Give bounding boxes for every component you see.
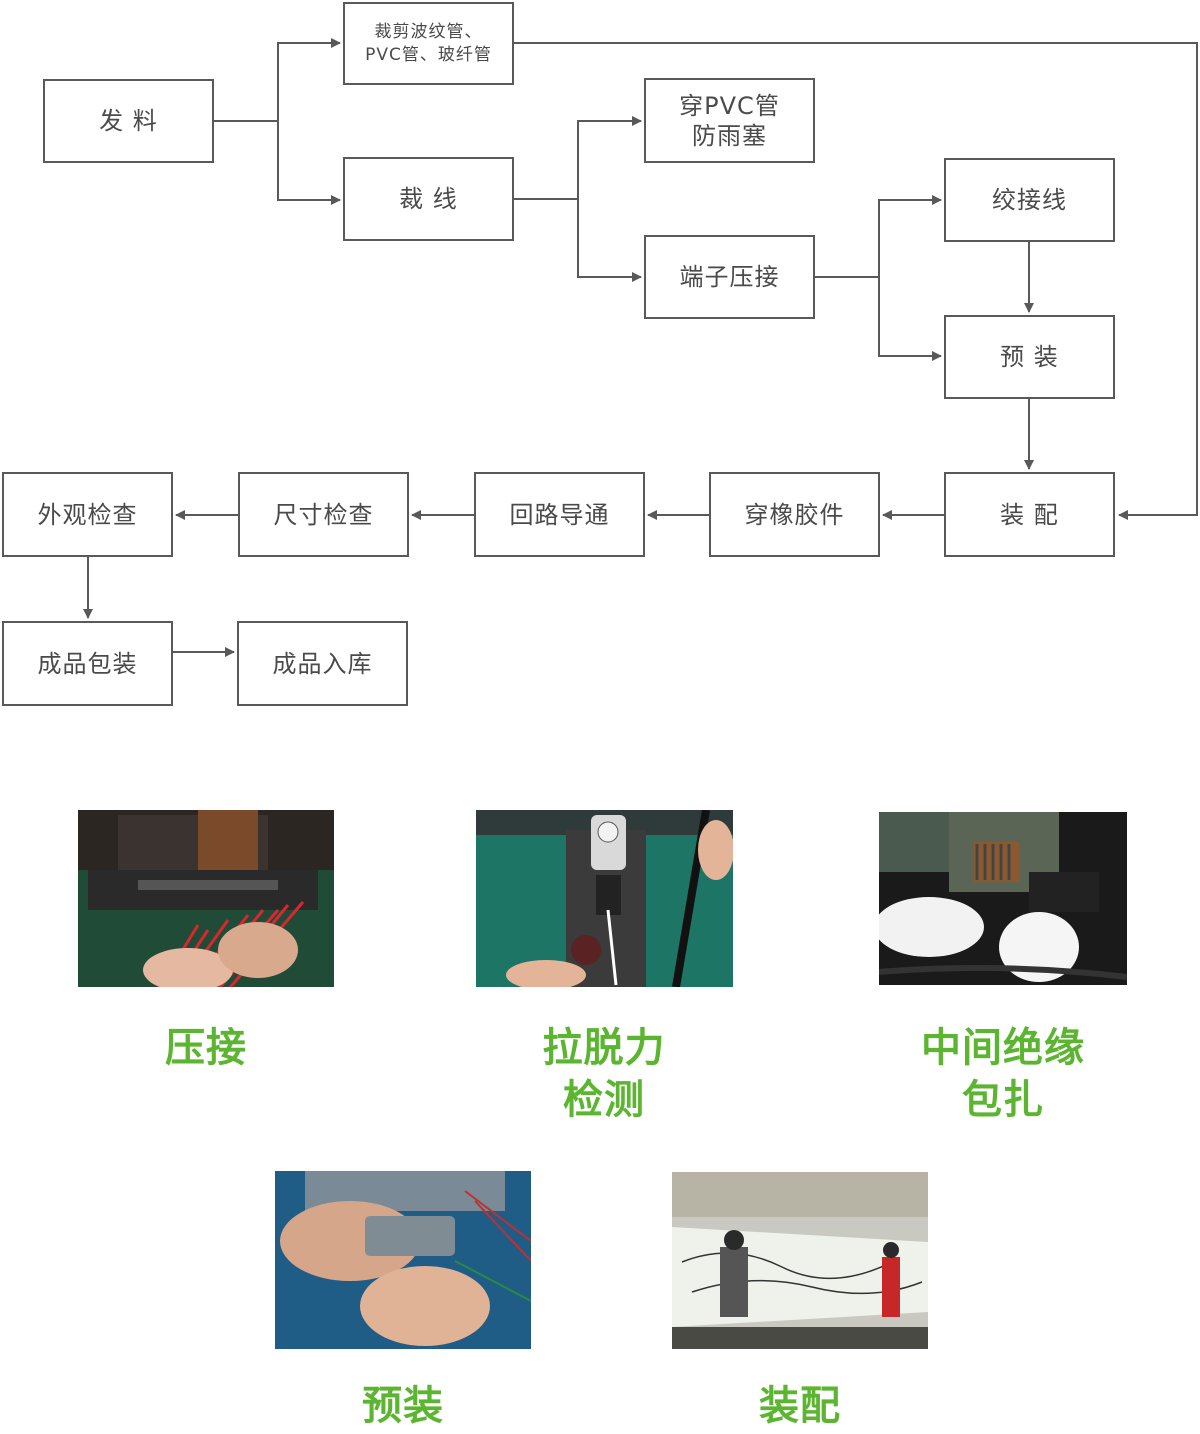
photo-insulation (879, 812, 1127, 985)
node-label: 预 装 (1000, 343, 1059, 371)
node-cut-wire: 裁 线 (343, 157, 514, 241)
node-dimension-check: 尺寸检查 (238, 472, 409, 557)
node-label: 裁 线 (399, 185, 458, 213)
node-splice-wire: 绞接线 (944, 158, 1115, 242)
arrow-to-thread-pvc (577, 116, 642, 199)
node-label: 端子压接 (679, 263, 780, 291)
arrow-to-splice (878, 195, 942, 277)
caption-pull-test: 拉脱力 检测 (542, 1025, 666, 1123)
node-crimp-terminal: 端子压接 (644, 235, 815, 319)
photo-assembly (672, 1172, 928, 1349)
caption-crimping: 压接 (165, 1025, 247, 1071)
node-thread-pvc: 穿PVC管 防雨塞 (644, 78, 815, 163)
caption-assembly: 装配 (759, 1383, 841, 1429)
node-assembly: 装 配 (944, 472, 1115, 557)
flowchart-connectors (83, 38, 1198, 657)
caption-pre-assembly: 预装 (362, 1383, 444, 1429)
node-label: 外观检查 (37, 500, 138, 529)
node-label: 成品入库 (272, 649, 373, 678)
node-label: 发 料 (99, 107, 158, 135)
photo-pre-assembly (275, 1171, 531, 1349)
node-issue-material: 发 料 (43, 79, 214, 163)
node-visual-check: 外观检查 (2, 472, 173, 557)
arrow-to-crimp (577, 199, 642, 282)
node-label: 成品包装 (37, 649, 138, 678)
arrow-to-cut-conduit (277, 38, 341, 121)
node-label: 回路导通 (509, 500, 610, 529)
node-label: 穿橡胶件 (744, 500, 845, 529)
node-label: 裁剪波纹管、 PVC管、玻纤管 (365, 22, 492, 65)
node-circuit-test: 回路导通 (474, 472, 645, 557)
photo-pull-test (476, 810, 733, 987)
node-label: 穿PVC管 防雨塞 (679, 91, 780, 150)
arrow-conduit-to-assembly (514, 42, 1198, 520)
node-cut-conduit: 裁剪波纹管、 PVC管、玻纤管 (343, 2, 514, 85)
node-label: 装 配 (1000, 500, 1059, 529)
arrow-to-preassembly (878, 277, 942, 361)
node-packaging: 成品包装 (2, 621, 173, 706)
arrow-to-cut-wire (277, 121, 341, 205)
node-label: 绞接线 (992, 186, 1067, 214)
node-pre-assembly: 预 装 (944, 315, 1115, 399)
caption-insulation: 中间绝缘 包扎 (921, 1025, 1085, 1123)
node-thread-rubber: 穿橡胶件 (709, 472, 880, 557)
photo-crimping (78, 810, 334, 987)
node-label: 尺寸检查 (273, 500, 374, 529)
node-warehousing: 成品入库 (237, 621, 408, 706)
